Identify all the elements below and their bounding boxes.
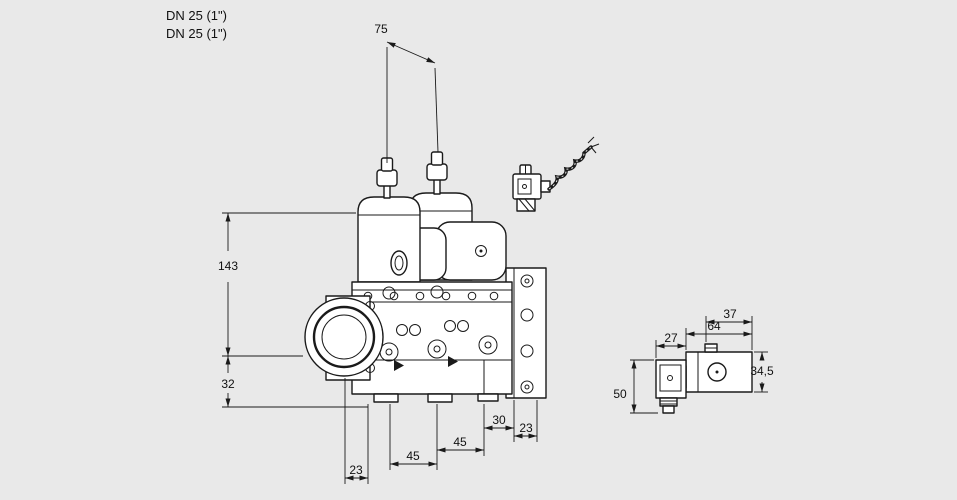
housing-screw [475,245,487,257]
inlet-flange [304,295,384,381]
dim-value: 143 [218,259,238,273]
dim-value: 32 [221,377,235,391]
connector-pin [667,375,673,381]
dimensions: 75 143 32 23 45 [218,22,774,484]
yoke-ring [390,250,408,276]
bolt-circle [520,344,534,358]
screw-circle [457,320,469,332]
dim-bottom-23-right: 23 [514,400,538,442]
adjustment-cap [426,163,448,181]
valve-axis-left [382,286,396,300]
flange-outer-circle [304,297,384,377]
bolt-circle [415,291,425,301]
mounting-foot [373,393,399,403]
bolt-circle [489,291,499,301]
test-point [478,335,498,355]
dim-value: 45 [406,449,420,463]
test-point-center [385,348,393,356]
dim-side-34-5: 34,5 [750,351,774,393]
dim-side-50: 50 [613,359,658,414]
hatch-line [518,198,530,212]
test-point-center [484,341,492,349]
mounting-foot [477,393,499,402]
ring-outer [390,250,408,276]
screw-circle [396,324,408,336]
dim-value: 23 [349,463,363,477]
flange-thread-circle [312,305,376,369]
dim-bottom-45-second: 45 [437,404,485,456]
bolt-circle [520,380,534,394]
cable-fray [590,143,600,148]
cap-knob [430,151,444,166]
plug-inset [517,178,532,195]
ring-inner [394,255,404,271]
dim-value: 34,5 [750,364,774,378]
dn-label-1: DN 25 (1") [166,8,227,23]
valve-front-view [304,136,600,403]
cable [547,145,593,191]
dim-value: 64 [707,319,721,333]
dim-side-27: 27 [655,328,687,358]
bolt-circle [441,291,451,301]
extension-line [434,67,439,153]
cap-stem [383,184,391,199]
dim-value: 30 [492,413,506,427]
actuator-left [357,157,421,283]
dim-side-64: 64 [686,316,753,350]
bolt-circle [389,291,399,301]
adjustment-cap [376,169,398,187]
mounting-foot [427,393,453,403]
connector-inset [659,364,682,392]
dim-left-32: 32 [221,356,368,408]
dim-bottom-30: 30 [484,400,515,442]
dim-bottom-23-left: 23 [344,378,369,484]
dim-value: 23 [519,421,533,435]
gland-nut [659,397,678,407]
side-body-port-center [715,370,719,374]
valve-side-view [655,343,753,414]
test-point [427,339,447,359]
plug-pin [522,184,527,189]
flow-arrow-icon [448,356,458,367]
dim-bottom-45-first: 45 [389,404,438,470]
dimension-line [386,41,436,64]
bolt-center [524,278,530,284]
cable-plug-assembly [512,136,600,212]
bolt-circle [520,308,534,322]
cap-stem [433,178,441,195]
bolt-circle [467,291,477,301]
dim-value: 37 [723,307,737,321]
cable-fray [587,136,595,144]
solenoid-cylinder-left [357,196,421,283]
bolt-center [524,384,530,390]
gland-nut-tip [662,405,675,414]
connection-size-labels: DN 25 (1") DN 25 (1") [166,8,227,41]
screw-circle [444,320,456,332]
valve-axis-right [430,285,444,299]
dim-left-143: 143 [218,212,356,357]
dn-label-2: DN 25 (1") [166,26,227,41]
dim-side-37: 37 [705,307,752,342]
dim-value: 75 [374,22,388,36]
housing-screw-dot [479,249,483,253]
test-point-center [433,345,441,353]
screw-circle [409,324,421,336]
dim-top-75: 75 [374,22,439,163]
dim-value: 27 [664,331,678,345]
dim-value: 50 [613,387,627,401]
cable-fray [590,146,597,154]
hatch-line [524,198,536,212]
flow-arrow-icon [394,360,404,371]
bolt-circle [520,274,534,288]
flange-bore-circle [321,314,367,360]
dim-value: 45 [453,435,467,449]
